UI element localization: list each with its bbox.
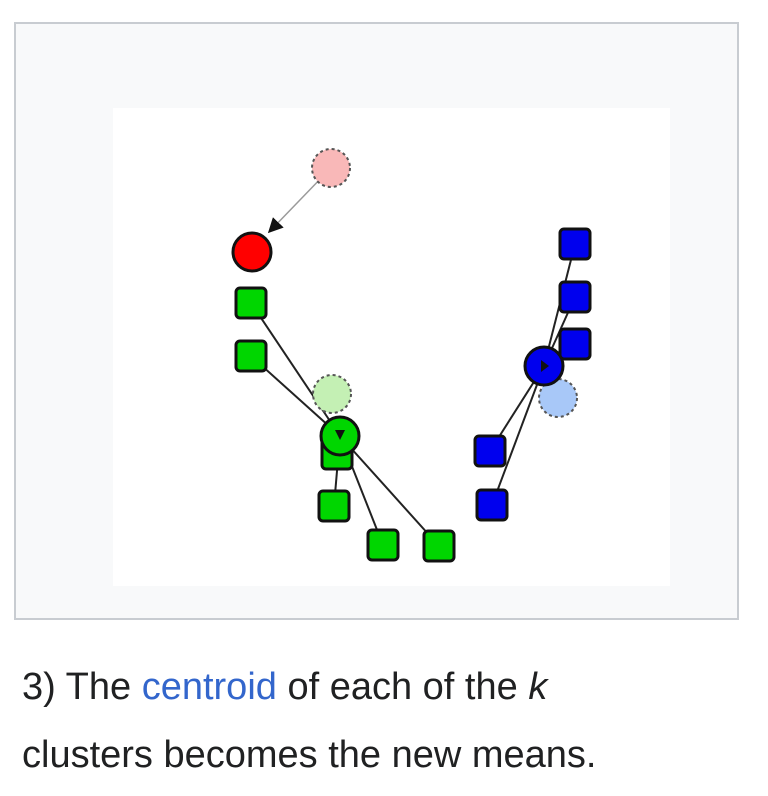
figure-caption: 3) The centroid of each of the k cluster… [22,653,752,789]
centroid-link[interactable]: centroid [141,666,277,708]
green-data-point [422,529,456,563]
blue-mean-center-arrow [541,360,549,372]
green-data-point [317,489,351,523]
red-old-mean [311,148,351,188]
blue-data-point [558,280,592,314]
blue-data-point [558,327,592,361]
caption-prefix: 3) The [22,666,142,708]
figure-frame [14,22,739,620]
caption-variable-k: k [528,666,548,708]
green-data-point [234,339,268,373]
green-link [250,302,341,437]
green-link [339,435,440,547]
blue-data-point [473,434,507,468]
green-old-mean [312,374,352,414]
blue-data-points [473,227,592,522]
caption-middle: of each of the [276,666,529,708]
red-new-mean [231,231,273,273]
kmeans-diagram-svg [231,148,592,563]
red-mean-movement-arrow [267,172,327,234]
kmeans-diagram [113,108,670,586]
caption-suffix: clusters becomes the new means. [22,734,597,776]
green-data-point [366,528,400,562]
blue-old-mean [538,378,578,418]
green-data-point [234,286,268,320]
green-mean-center-arrow [335,430,345,440]
blue-link [491,365,545,506]
blue-data-point [558,227,592,261]
blue-data-point [475,488,509,522]
